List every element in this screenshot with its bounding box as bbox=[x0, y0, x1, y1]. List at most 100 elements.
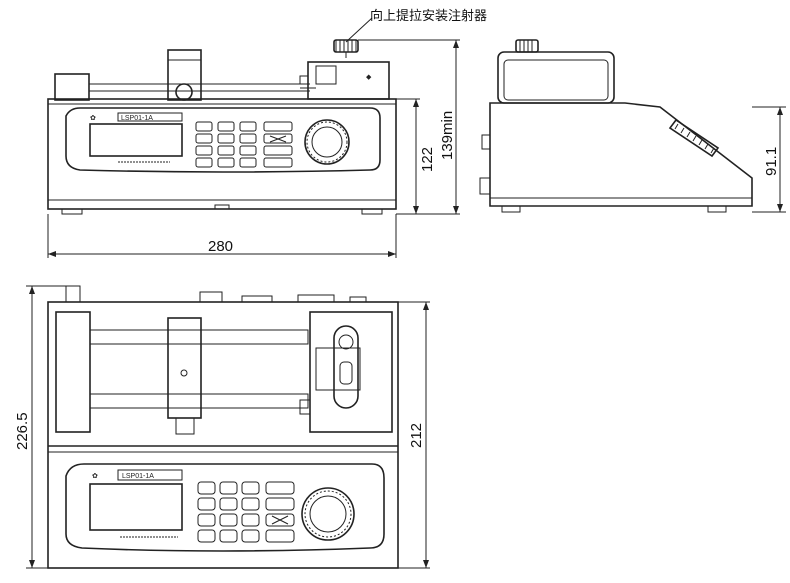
front-foot-right bbox=[361, 208, 383, 215]
top-pusher-screw bbox=[180, 369, 188, 377]
brand-label: LSP01-1A bbox=[121, 115, 153, 122]
front-rotary-knob[interactable] bbox=[304, 119, 350, 165]
top-key-4[interactable] bbox=[197, 497, 216, 511]
key-func-3[interactable] bbox=[263, 145, 293, 156]
key-3[interactable] bbox=[239, 121, 257, 132]
top-rotary-knob[interactable] bbox=[301, 487, 355, 541]
top-key-star[interactable] bbox=[197, 529, 216, 543]
top-cross-icon bbox=[271, 515, 289, 525]
top-drive-clamp bbox=[315, 347, 361, 391]
top-clamp-left bbox=[55, 311, 91, 433]
top-lift-slot bbox=[333, 325, 359, 409]
top-lcd-display bbox=[89, 483, 183, 531]
top-rotary-knob-grip bbox=[304, 490, 352, 538]
key-6[interactable] bbox=[239, 133, 257, 144]
side-foot-left bbox=[501, 205, 521, 213]
key-8[interactable] bbox=[217, 145, 235, 156]
front-keypad bbox=[195, 121, 293, 168]
top-key-9[interactable] bbox=[241, 513, 260, 527]
top-key-func-2[interactable] bbox=[265, 497, 295, 511]
top-back-connector-1 bbox=[199, 291, 223, 303]
control-panel bbox=[65, 107, 381, 173]
front-foot-mid bbox=[214, 204, 230, 210]
front-rotary-knob-grip bbox=[306, 121, 348, 163]
key-9[interactable] bbox=[239, 145, 257, 156]
pusher-block bbox=[167, 49, 202, 101]
key-5[interactable] bbox=[217, 133, 235, 144]
drive-head bbox=[307, 61, 390, 100]
key-func-4[interactable] bbox=[263, 157, 293, 168]
key-2[interactable] bbox=[217, 121, 235, 132]
top-back-connector-3 bbox=[297, 294, 335, 303]
top-pusher-foot bbox=[175, 417, 195, 435]
side-knob-ridges bbox=[674, 123, 715, 154]
top-lift-latch bbox=[339, 361, 353, 385]
top-brand-label: LSP01-1A bbox=[122, 473, 154, 480]
cross-icon bbox=[269, 135, 287, 143]
top-brand-strip bbox=[117, 469, 183, 481]
side-rotary-knob bbox=[668, 118, 720, 158]
side-foot-right bbox=[707, 205, 727, 213]
top-key-func-4[interactable] bbox=[265, 529, 295, 543]
dim-280: 280 bbox=[208, 238, 233, 255]
top-view: LSP01-1A ✿ 226.5 bbox=[14, 285, 430, 569]
top-body bbox=[47, 301, 399, 569]
side-view: 91.1 bbox=[479, 39, 786, 213]
side-lift-knob-ridges bbox=[519, 40, 533, 52]
top-rail-2 bbox=[89, 393, 309, 409]
callout-lift-install: 向上提拉安装注射器 bbox=[370, 8, 487, 24]
top-back-connector-4 bbox=[349, 296, 367, 303]
pusher-knob bbox=[175, 83, 193, 101]
dim-212: 212 bbox=[408, 423, 425, 448]
side-lift-knob bbox=[515, 39, 539, 53]
side-port bbox=[481, 134, 491, 150]
key-star[interactable] bbox=[195, 157, 213, 168]
key-func-2[interactable] bbox=[263, 133, 293, 144]
logo-icon: ✿ bbox=[90, 115, 96, 122]
top-rail-1 bbox=[89, 329, 309, 345]
top-key-7[interactable] bbox=[197, 513, 216, 527]
top-drive-head bbox=[309, 311, 393, 433]
dim-122: 122 bbox=[419, 147, 436, 172]
key-7[interactable] bbox=[195, 145, 213, 156]
top-rotary-knob-inner bbox=[309, 495, 347, 533]
side-syringe-housing bbox=[497, 51, 615, 104]
lift-knob-ridges bbox=[335, 40, 357, 52]
top-key-6[interactable] bbox=[241, 497, 260, 511]
top-pusher-block bbox=[167, 317, 202, 419]
top-key-2[interactable] bbox=[219, 481, 238, 495]
brand-strip bbox=[117, 112, 183, 122]
top-key-1[interactable] bbox=[197, 481, 216, 495]
top-key-func-3[interactable] bbox=[265, 513, 295, 527]
key-0[interactable] bbox=[217, 157, 235, 168]
diamond-icon: ◆ bbox=[366, 74, 372, 81]
top-drive-tab bbox=[299, 399, 311, 415]
pusher-block-cap bbox=[167, 49, 202, 61]
top-key-func-1[interactable] bbox=[265, 481, 295, 495]
top-key-5[interactable] bbox=[219, 497, 238, 511]
dim-139min: 139min bbox=[439, 111, 456, 160]
top-key-8[interactable] bbox=[219, 513, 238, 527]
top-back-connector-2 bbox=[241, 295, 273, 303]
dim-91-1: 91.1 bbox=[763, 147, 780, 176]
front-foot-left bbox=[61, 208, 83, 215]
drive-head-tab bbox=[299, 75, 309, 85]
side-syringe-housing-inner bbox=[503, 59, 609, 101]
dim-226-5: 226.5 bbox=[14, 412, 31, 450]
top-lift-knob bbox=[338, 334, 354, 350]
top-key-hash[interactable] bbox=[241, 529, 260, 543]
front-view: ◆ 向上提拉安装注射器 LSP01-1A ✿ bbox=[47, 8, 487, 258]
syringe-clamp-left bbox=[54, 73, 90, 101]
key-4[interactable] bbox=[195, 133, 213, 144]
lcd-display bbox=[89, 123, 183, 157]
key-func-1[interactable] bbox=[263, 121, 293, 132]
top-key-3[interactable] bbox=[241, 481, 260, 495]
front-body bbox=[47, 98, 397, 210]
key-1[interactable] bbox=[195, 121, 213, 132]
key-hash[interactable] bbox=[239, 157, 257, 168]
top-key-0[interactable] bbox=[219, 529, 238, 543]
side-connector bbox=[479, 177, 491, 195]
top-control-panel bbox=[65, 463, 385, 552]
